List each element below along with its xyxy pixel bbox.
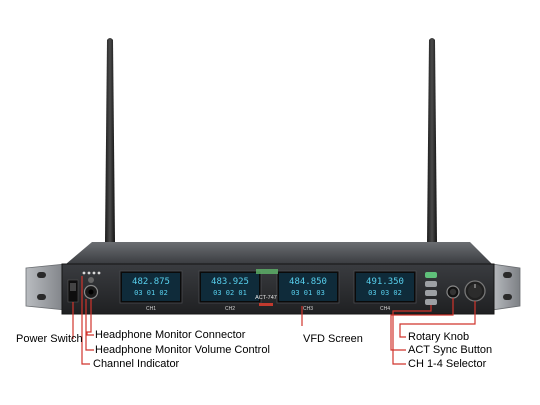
channel-label: CH2	[225, 306, 235, 312]
vfd-screen-2: 483.925 03 02 01 CH2	[198, 270, 262, 312]
headphone-volume-label: Headphone Monitor Volume Control	[95, 344, 270, 356]
left-rack-ear	[25, 263, 67, 311]
vfd-frequency: 482.875	[132, 277, 170, 287]
model-accent	[259, 303, 273, 306]
ch-selector-callout-line	[392, 305, 432, 365]
vfd-frequency: 491.350	[366, 277, 404, 287]
headphone-connector-label: Headphone Monitor Connector	[95, 329, 246, 341]
channel-label: CH1	[146, 306, 156, 312]
channel-label: CH4	[380, 306, 390, 312]
right-antenna	[427, 38, 437, 244]
act-sync-button[interactable]	[446, 285, 460, 299]
headphone-connector-callout-line	[86, 299, 94, 336]
vfd-screen-3: 484.850 03 01 03 CH3	[276, 270, 340, 312]
left-antenna	[105, 38, 115, 242]
vfd-frequency: 483.925	[211, 277, 249, 287]
headphone-connector[interactable]	[83, 284, 99, 300]
rotary-knob-label: Rotary Knob	[408, 331, 470, 343]
chassis-top	[66, 242, 492, 264]
channel-indicator-callout-line	[81, 276, 90, 365]
power-switch[interactable]	[67, 279, 79, 303]
vfd-frequency: 484.850	[289, 277, 327, 287]
channel-label: CH3	[303, 306, 313, 312]
right-rack-ear	[491, 263, 521, 311]
vfd-secondary-line: 03 03 02	[368, 289, 402, 297]
vfd-screen-1: 482.875 03 01 02 CH1	[119, 270, 183, 312]
ch-selector[interactable]	[425, 272, 437, 305]
headphone-volume-knob[interactable]	[88, 277, 94, 283]
rotary-knob[interactable]	[464, 280, 486, 302]
center-brand-area	[256, 269, 278, 274]
channel-indicator	[82, 271, 101, 275]
vfd-secondary-line: 03 01 03	[291, 289, 325, 297]
headphone-volume-callout-line	[85, 299, 94, 351]
vfd-screen-label: VFD Screen	[303, 333, 363, 345]
rotary-knob-callout-line	[399, 301, 476, 338]
ch-selector-label: CH 1-4 Selector	[408, 358, 487, 370]
vfd-screen-4: 491.350 03 03 02 CH4	[353, 270, 417, 312]
channel-indicator-label: Channel Indicator	[93, 358, 180, 370]
act-sync-label: ACT Sync Button	[408, 344, 493, 356]
model-label: ACT-747	[255, 295, 277, 301]
vfd-secondary-line: 03 01 02	[134, 289, 168, 297]
power-switch-label: Power Switch	[16, 333, 83, 345]
vfd-secondary-line: 03 02 01	[213, 289, 247, 297]
act-sync-callout-line	[390, 298, 454, 351]
callout-lines	[72, 276, 476, 365]
